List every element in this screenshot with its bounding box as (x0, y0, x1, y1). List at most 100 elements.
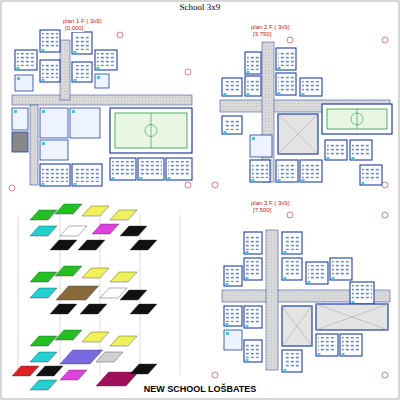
service-room (15, 75, 33, 91)
zone-slab (30, 352, 57, 362)
desks (224, 81, 240, 92)
corridor (30, 105, 38, 185)
zone-slab (130, 240, 157, 250)
zone-slab (60, 370, 87, 380)
desks (226, 309, 240, 322)
grid-mark (117, 32, 123, 38)
board (252, 179, 255, 181)
service-room (40, 140, 68, 160)
desks (17, 53, 35, 66)
board (327, 157, 330, 159)
board (278, 67, 281, 69)
desks (284, 261, 300, 276)
corridor (12, 95, 192, 105)
classroom (350, 282, 374, 304)
board (352, 301, 355, 303)
zone-slab (78, 240, 105, 250)
classroom (276, 48, 296, 70)
desks (247, 79, 259, 92)
desks (278, 51, 294, 66)
board (318, 353, 321, 355)
classroom (95, 50, 117, 70)
board (74, 51, 77, 53)
zone-slab (30, 288, 57, 298)
zone-slab (130, 304, 157, 314)
classroom (110, 158, 136, 180)
desks (308, 265, 326, 280)
classroom (244, 232, 262, 254)
desks (74, 65, 90, 78)
level-mark: [3.750] (252, 31, 272, 38)
board (302, 93, 305, 95)
zone-slab (30, 380, 57, 390)
zone-slab (82, 268, 109, 278)
classroom (245, 76, 261, 96)
grid-mark (382, 212, 388, 218)
board (17, 67, 20, 69)
classroom (276, 160, 298, 182)
desks (352, 143, 370, 156)
zone-slab (92, 224, 119, 234)
zone-slab (30, 210, 57, 220)
desks (332, 261, 350, 276)
desks (342, 337, 360, 352)
fixture (42, 142, 45, 145)
desks (246, 235, 260, 250)
classroom (72, 32, 92, 54)
classroom (245, 52, 261, 74)
classroom (40, 60, 60, 82)
zone-slab (30, 226, 57, 236)
grid-mark (212, 372, 218, 378)
classroom (72, 62, 92, 82)
service-room (70, 108, 100, 138)
desks (278, 163, 296, 178)
classroom (300, 78, 322, 96)
zone-slab (12, 366, 39, 376)
zone-slab (55, 204, 82, 214)
board (226, 283, 229, 285)
stair (12, 132, 28, 152)
board (342, 353, 345, 355)
fixture (226, 332, 229, 335)
board (226, 323, 229, 325)
desks (302, 81, 320, 92)
desks (140, 161, 162, 176)
desks (302, 163, 320, 178)
classroom (330, 258, 352, 280)
classroom (222, 116, 242, 134)
fixture (42, 110, 45, 113)
sheet-title: School 3x9 (179, 3, 222, 13)
classroom (222, 78, 242, 96)
zone-slab (30, 336, 57, 346)
plan-title: plan 2 F ( 3x9) (250, 24, 291, 31)
desks (284, 353, 300, 368)
board (74, 79, 77, 81)
fixture (97, 76, 100, 79)
zone-slab (110, 336, 137, 346)
board (247, 93, 250, 95)
board (246, 251, 249, 253)
classroom (166, 158, 192, 180)
corridor (60, 40, 70, 100)
classroom (300, 160, 322, 182)
fixture (17, 77, 20, 80)
grid-mark (382, 372, 388, 378)
zone-slab (120, 290, 147, 300)
service-room (95, 74, 109, 88)
desks (252, 163, 268, 178)
level-mark: [0.000] (64, 25, 84, 32)
desks (42, 33, 58, 48)
board (42, 49, 45, 51)
classroom (276, 73, 296, 95)
plan-title: plan 1 F ( 3x9) (62, 18, 103, 25)
zone-slab (56, 286, 99, 300)
classroom (244, 258, 262, 280)
classroom (40, 164, 70, 186)
gym (110, 108, 192, 153)
zone-slab (50, 240, 77, 250)
classroom (224, 306, 242, 326)
desks (278, 76, 294, 91)
desks (246, 309, 260, 324)
board (246, 277, 249, 279)
level-mark: [7.500] (252, 207, 272, 214)
